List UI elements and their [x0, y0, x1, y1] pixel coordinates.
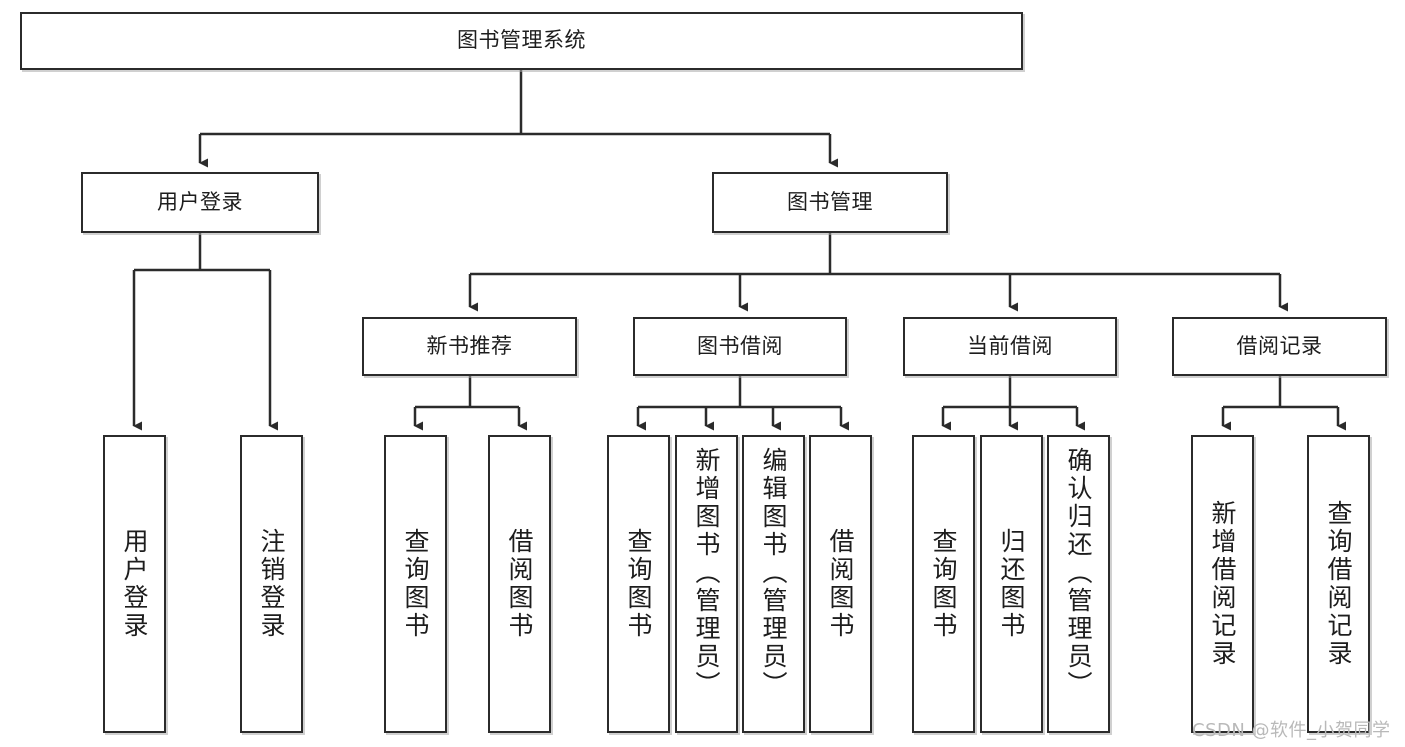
leaf-new-book-borrow[interactable]: 借阅图书	[488, 435, 551, 733]
leaf-new-book-search[interactable]: 查询图书	[384, 435, 447, 733]
leaf-new-book-search-label: 查询图书	[401, 528, 430, 640]
leaf-current-borrow-search[interactable]: 查询图书	[912, 435, 975, 733]
node-root-label: 图书管理系统	[457, 28, 586, 53]
node-book-management-label: 图书管理	[787, 189, 873, 214]
leaf-book-borrow-add[interactable]: 新增图书（管理员）	[675, 435, 738, 733]
leaf-borrow-record-search-label: 查询借阅记录	[1324, 500, 1353, 668]
leaf-book-borrow-edit[interactable]: 编辑图书（管理员）	[742, 435, 805, 733]
leaf-current-borrow-confirm-label: 确认归还（管理员）	[1064, 447, 1093, 699]
leaf-borrow-record-search[interactable]: 查询借阅记录	[1307, 435, 1370, 733]
leaf-user-login-login-label: 用户登录	[120, 528, 149, 640]
leaf-new-book-borrow-label: 借阅图书	[505, 528, 534, 640]
leaf-user-login-logout-label: 注销登录	[257, 528, 286, 640]
node-book-management[interactable]: 图书管理	[712, 172, 948, 233]
node-new-book-recommend-label: 新书推荐	[426, 333, 513, 358]
node-book-borrow-label: 图书借阅	[697, 333, 783, 358]
node-root[interactable]: 图书管理系统	[20, 12, 1023, 70]
leaf-book-borrow-borrow-label: 借阅图书	[826, 528, 855, 640]
leaf-book-borrow-borrow[interactable]: 借阅图书	[809, 435, 872, 733]
csdn-watermark: CSDN @软件_小贺同学	[1192, 720, 1391, 741]
node-user-login-label: 用户登录	[157, 189, 243, 214]
leaf-borrow-record-add[interactable]: 新增借阅记录	[1191, 435, 1254, 733]
leaf-user-login-logout[interactable]: 注销登录	[240, 435, 303, 733]
node-borrow-record-label: 借阅记录	[1236, 333, 1323, 358]
leaf-current-borrow-confirm[interactable]: 确认归还（管理员）	[1047, 435, 1110, 733]
leaf-book-borrow-edit-label: 编辑图书（管理员）	[759, 447, 788, 699]
leaf-book-borrow-search-label: 查询图书	[624, 528, 653, 640]
node-current-borrow-label: 当前借阅	[967, 333, 1053, 358]
node-borrow-record[interactable]: 借阅记录	[1172, 317, 1387, 376]
leaf-book-borrow-search[interactable]: 查询图书	[607, 435, 670, 733]
node-current-borrow[interactable]: 当前借阅	[903, 317, 1117, 376]
leaf-current-borrow-search-label: 查询图书	[929, 528, 958, 640]
leaf-user-login-login[interactable]: 用户登录	[103, 435, 166, 733]
node-new-book-recommend[interactable]: 新书推荐	[362, 317, 577, 376]
node-book-borrow[interactable]: 图书借阅	[633, 317, 847, 376]
node-user-login[interactable]: 用户登录	[81, 172, 319, 233]
leaf-current-borrow-return[interactable]: 归还图书	[980, 435, 1043, 733]
leaf-borrow-record-add-label: 新增借阅记录	[1208, 500, 1237, 668]
leaf-current-borrow-return-label: 归还图书	[997, 528, 1026, 640]
leaf-book-borrow-add-label: 新增图书（管理员）	[692, 447, 721, 699]
